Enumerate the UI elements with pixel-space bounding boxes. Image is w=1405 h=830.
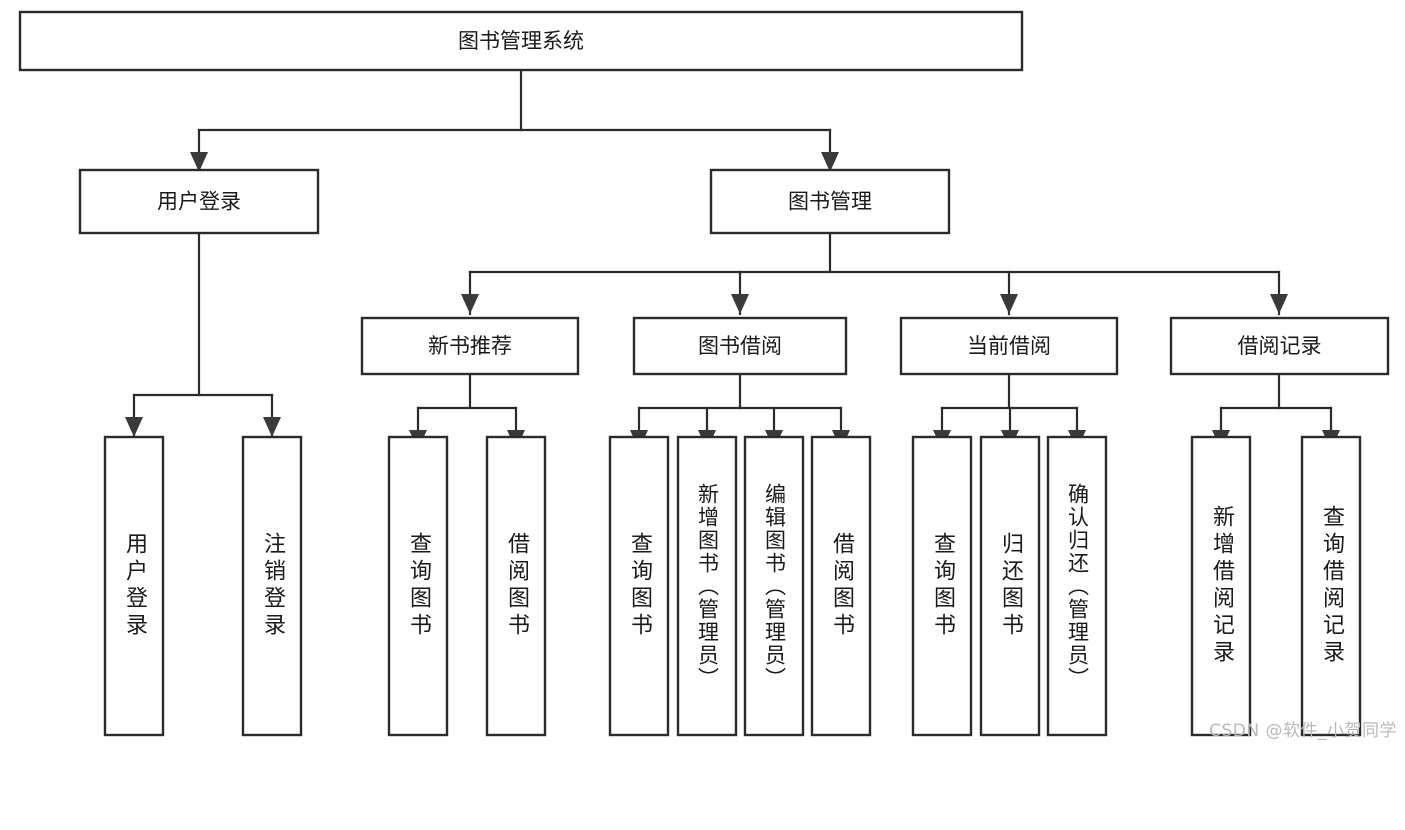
node-box-leaf-borrow-book-2[interactable] bbox=[810, 435, 872, 737]
node-label-book-borrow: 图书借阅 bbox=[698, 334, 782, 358]
node-box-leaf-query-book-1[interactable] bbox=[387, 435, 449, 737]
node-box-leaf-query-book-3[interactable] bbox=[911, 435, 973, 737]
node-box-leaf-borrow-book-1[interactable] bbox=[485, 435, 547, 737]
node-label-root: 图书管理系统 bbox=[458, 29, 584, 53]
node-label-new-book-recommend: 新书推荐 bbox=[428, 334, 512, 358]
level1-to-level2-arrow-icon-3 bbox=[1270, 294, 1288, 314]
level1-to-level2-arrow-icon-0 bbox=[461, 294, 479, 314]
node-box-leaf-user-login[interactable] bbox=[103, 435, 165, 737]
level1-to-level2-arrow-icon-2 bbox=[1000, 294, 1018, 314]
node-box-leaf-edit-book[interactable] bbox=[743, 435, 805, 737]
userlogin-to-leaves-arrow-icon-1 bbox=[263, 417, 281, 437]
node-box-leaf-query-record[interactable] bbox=[1300, 435, 1362, 737]
node-box-leaf-add-record[interactable] bbox=[1190, 435, 1252, 737]
node-box-user-login[interactable] bbox=[78, 168, 320, 235]
connector-layer bbox=[125, 68, 1340, 452]
node-box-root[interactable] bbox=[18, 10, 1024, 72]
node-box-borrow-record[interactable] bbox=[1169, 316, 1390, 376]
node-box-book-borrow[interactable] bbox=[632, 316, 848, 376]
node-box-current-borrow[interactable] bbox=[899, 316, 1119, 376]
node-box-book-manage[interactable] bbox=[709, 168, 951, 235]
node-box-leaf-return-book[interactable] bbox=[979, 435, 1041, 737]
root-to-level1-arrow-icon-1 bbox=[821, 152, 839, 172]
node-label-book-manage: 图书管理 bbox=[788, 190, 872, 214]
node-box-leaf-confirm-return[interactable] bbox=[1046, 435, 1108, 737]
node-box-new-book-recommend[interactable] bbox=[360, 316, 580, 376]
level1-to-level2-arrow-icon-1 bbox=[731, 294, 749, 314]
root-to-level1-arrow-icon-0 bbox=[190, 152, 208, 172]
node-box-layer bbox=[18, 10, 1390, 737]
userlogin-to-leaves-arrow-icon-0 bbox=[125, 417, 143, 437]
node-box-leaf-add-book[interactable] bbox=[676, 435, 738, 737]
node-label-current-borrow: 当前借阅 bbox=[967, 334, 1051, 358]
node-label-user-login: 用户登录 bbox=[157, 190, 241, 214]
csdn-watermark: CSDN @软件_小贺同学 bbox=[1209, 721, 1397, 741]
node-box-leaf-query-book-2[interactable] bbox=[608, 435, 670, 737]
flowchart-canvas: 图书管理系统用户登录图书管理新书推荐图书借阅当前借阅借阅记录 用户登录注销登录查… bbox=[18, 10, 1397, 741]
node-box-leaf-logout[interactable] bbox=[241, 435, 303, 737]
node-label-borrow-record: 借阅记录 bbox=[1238, 334, 1322, 358]
